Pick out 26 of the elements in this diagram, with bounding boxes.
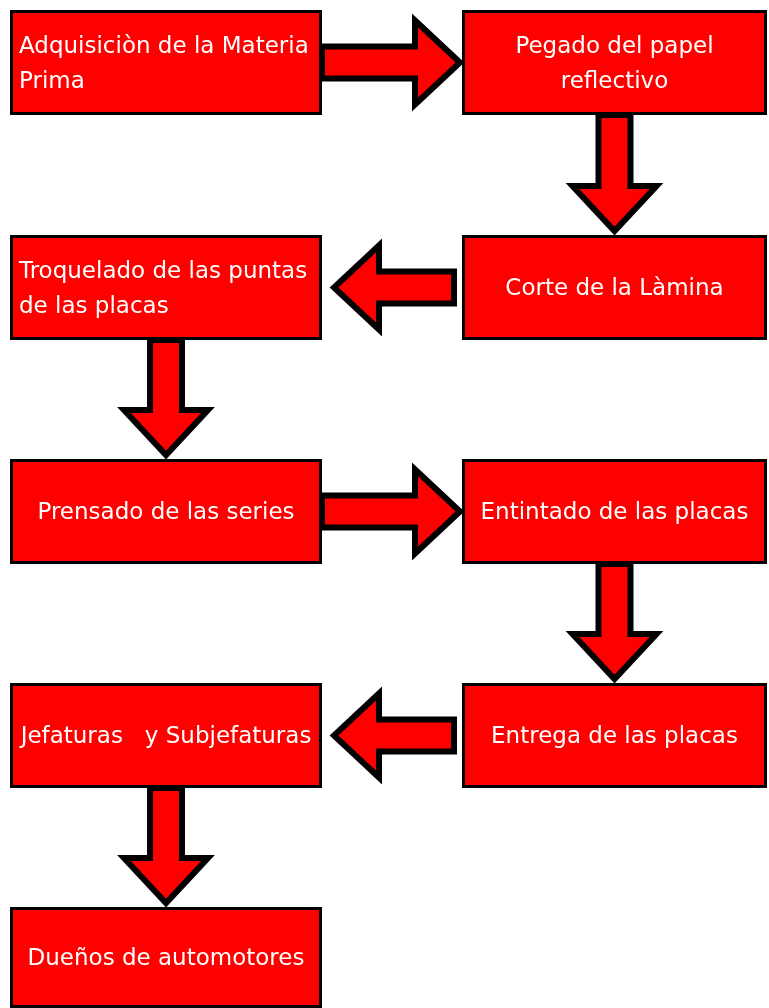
process-box — [462, 10, 767, 115]
process-box — [10, 683, 322, 788]
box-label: Jefaturas y Subjefaturas — [20, 721, 312, 751]
process-box — [462, 235, 767, 340]
box-label: Troquelado de las puntas de las placas — [19, 256, 309, 320]
box-label: Entintado de las placas — [480, 497, 749, 527]
process-box — [462, 459, 767, 564]
block-arrow — [565, 112, 664, 236]
block-arrow — [117, 785, 215, 908]
process-box — [462, 683, 767, 788]
box-label: Adquisiciòn de la Materia Prima — [19, 31, 310, 95]
box-label: Entrega de las placas — [491, 721, 738, 751]
block-arrow — [319, 13, 465, 112]
process-box — [10, 10, 322, 115]
box-label: Dueños de automotores — [27, 943, 305, 973]
box-label: Corte de la Làmina — [505, 273, 724, 303]
block-arrow — [117, 337, 215, 460]
process-box — [10, 235, 322, 340]
block-arrow — [329, 238, 457, 337]
process-box — [10, 907, 322, 1008]
box-label: Pegado del papel reflectivo — [514, 31, 715, 95]
block-arrow — [319, 462, 465, 561]
box-label: Prensado de las series — [37, 497, 295, 527]
block-arrow — [565, 561, 664, 684]
process-box — [10, 459, 322, 564]
block-arrow — [329, 686, 457, 785]
